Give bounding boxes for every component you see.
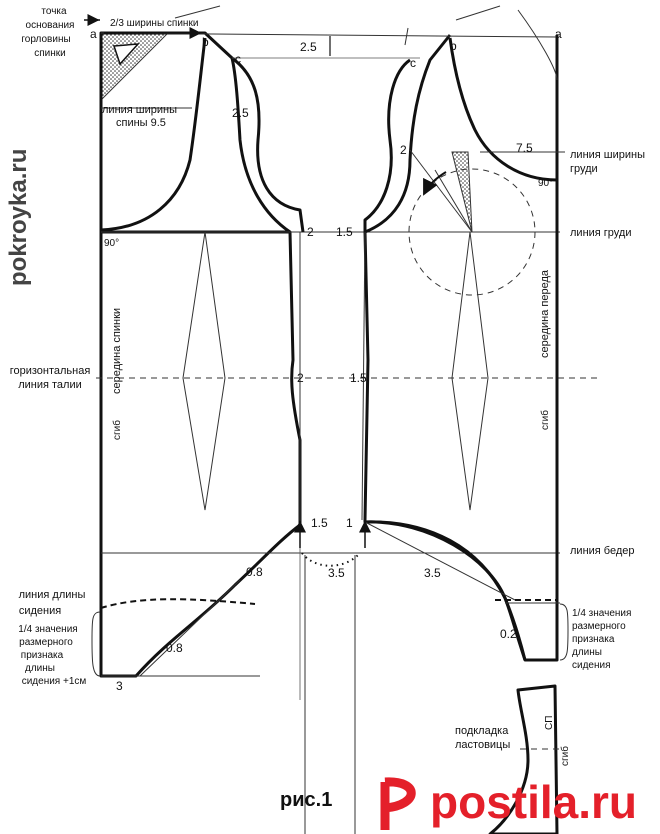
neck-label-1: точка: [41, 6, 67, 17]
angle-front: 90°: [538, 178, 553, 189]
m-1-5-hip: 1.5: [311, 516, 328, 530]
m-2-bust: 2: [307, 225, 314, 239]
point-b-left: b: [202, 35, 209, 49]
quarter-back-1: 1/4 значения: [18, 624, 77, 635]
quarter-back-4: длины: [25, 663, 55, 674]
center-back-label: середина спинки: [111, 308, 123, 394]
back-neck-inner-triangle: [112, 43, 140, 66]
crotch-dotted: [301, 552, 361, 567]
m-3: 3: [116, 679, 123, 693]
quarter-front-4: длины: [572, 647, 602, 658]
back-dart: [182, 231, 226, 511]
gusset-label-1: подкладка: [455, 725, 509, 737]
two-thirds-label: 2/3 ширины спинки: [110, 18, 198, 29]
front-dart-line-a: [409, 149, 473, 233]
back-armhole-curve: [100, 37, 207, 232]
front-bracket: [559, 603, 569, 661]
back-width-label-2: спины 9.5: [116, 117, 166, 129]
m-3-5-front: 3.5: [424, 566, 441, 580]
m-0-8-a: 0.8: [246, 565, 263, 579]
front-crotch-diagonal: [364, 521, 516, 601]
back-seat-diagonal: [139, 579, 241, 677]
watermark-left: pokroyka.ru: [5, 149, 32, 286]
back-piece: [96, 31, 598, 700]
m-3-5-center: 3.5: [328, 566, 345, 580]
back-outline: [99, 31, 302, 678]
quarter-back-3: признака: [21, 650, 64, 661]
point-c-left: c: [235, 52, 241, 66]
gusset-sp: СП: [544, 716, 555, 730]
front-armhole-curve: [448, 37, 558, 182]
point-b-right: b: [450, 39, 457, 53]
m-1-hip: 1: [346, 516, 353, 530]
gusset-outline: [488, 684, 559, 834]
m-2-5-top: 2.5: [300, 40, 317, 54]
m-1-5-waist: 1.5: [350, 371, 367, 385]
fold-back: сгиб: [111, 420, 123, 440]
m-2-front: 2: [400, 143, 407, 157]
angle-back: 90°: [104, 238, 119, 249]
quarter-front-5: сидения: [572, 660, 611, 671]
brand-watermark: postila.ru: [380, 776, 637, 830]
figure-caption: рис.1: [280, 789, 332, 811]
top-guides: [84, 5, 558, 81]
gusset-label-2: ластовицы: [455, 739, 510, 751]
point-c-right: c: [410, 56, 416, 70]
m-0-8-b: 0.8: [166, 641, 183, 655]
brand-text: postila.ru: [430, 776, 637, 828]
front-crotch-curve: [364, 520, 527, 661]
m-2-5-armhole: 2.5: [232, 106, 249, 120]
back-shoulder-slash: [174, 5, 221, 19]
m-7-5: 7.5: [516, 141, 533, 155]
neck-label-4: спинки: [34, 48, 65, 59]
front-piece: [363, 34, 565, 662]
center-front-label: середина переда: [539, 269, 551, 358]
chest-width-label-1: линия ширины: [570, 149, 645, 161]
back-width-label-1: линия ширины: [102, 104, 177, 116]
gusset-fold: сгиб: [559, 746, 571, 766]
front-dart-hatch: [451, 151, 473, 233]
back-seat-dash: [100, 598, 256, 609]
front-shoulder-slash: [455, 5, 501, 21]
front-outline: [363, 34, 559, 662]
point-a-left: a: [90, 27, 97, 41]
rotation-arrow: [423, 171, 447, 196]
neck-label-3: горловины: [21, 34, 70, 45]
back-bracket: [91, 611, 101, 677]
quarter-front-1: 1/4 значения: [572, 608, 631, 619]
front-dart: [451, 231, 489, 511]
front-armhole-inner: [363, 58, 411, 232]
front-dart-line-b: [434, 169, 473, 233]
m-2-waist: 2: [297, 371, 304, 385]
quarter-back-2: размерного: [19, 637, 73, 648]
neck-label-2: основания: [26, 20, 75, 31]
point-a-right: a: [555, 27, 562, 41]
m-0-2: 0.2: [500, 627, 517, 641]
seat-length-label-1: линия длины: [19, 589, 86, 601]
fold-front: сгиб: [539, 410, 551, 430]
center-seams: [294, 231, 371, 834]
bust-line-label: линия груди: [570, 227, 632, 239]
front-bust-circle: [408, 168, 536, 296]
waist-label-2: линия талии: [18, 379, 82, 391]
back-neck-hatch: [100, 32, 170, 102]
quarter-front-3: признака: [572, 634, 615, 645]
front-neck-tick: [404, 27, 409, 46]
quarter-front-2: размерного: [572, 621, 626, 632]
labels: точка основания горловины спинки a 2/3 ш…: [5, 6, 645, 811]
waist-label-1: горизонтальная: [10, 365, 91, 377]
seat-length-label-2: сидения: [19, 605, 61, 617]
chest-width-label-2: груди: [570, 163, 598, 175]
back-armhole-inner: [231, 56, 305, 233]
quarter-back-5: сидения +1см: [22, 676, 87, 687]
front-side-seam: [361, 231, 366, 521]
hip-line-label: линия бедер: [570, 545, 635, 557]
gusset: [488, 684, 560, 834]
postila-logo-mark: [380, 777, 416, 830]
front-neck-curve: [517, 9, 558, 81]
m-1-5-bust: 1.5: [336, 225, 353, 239]
